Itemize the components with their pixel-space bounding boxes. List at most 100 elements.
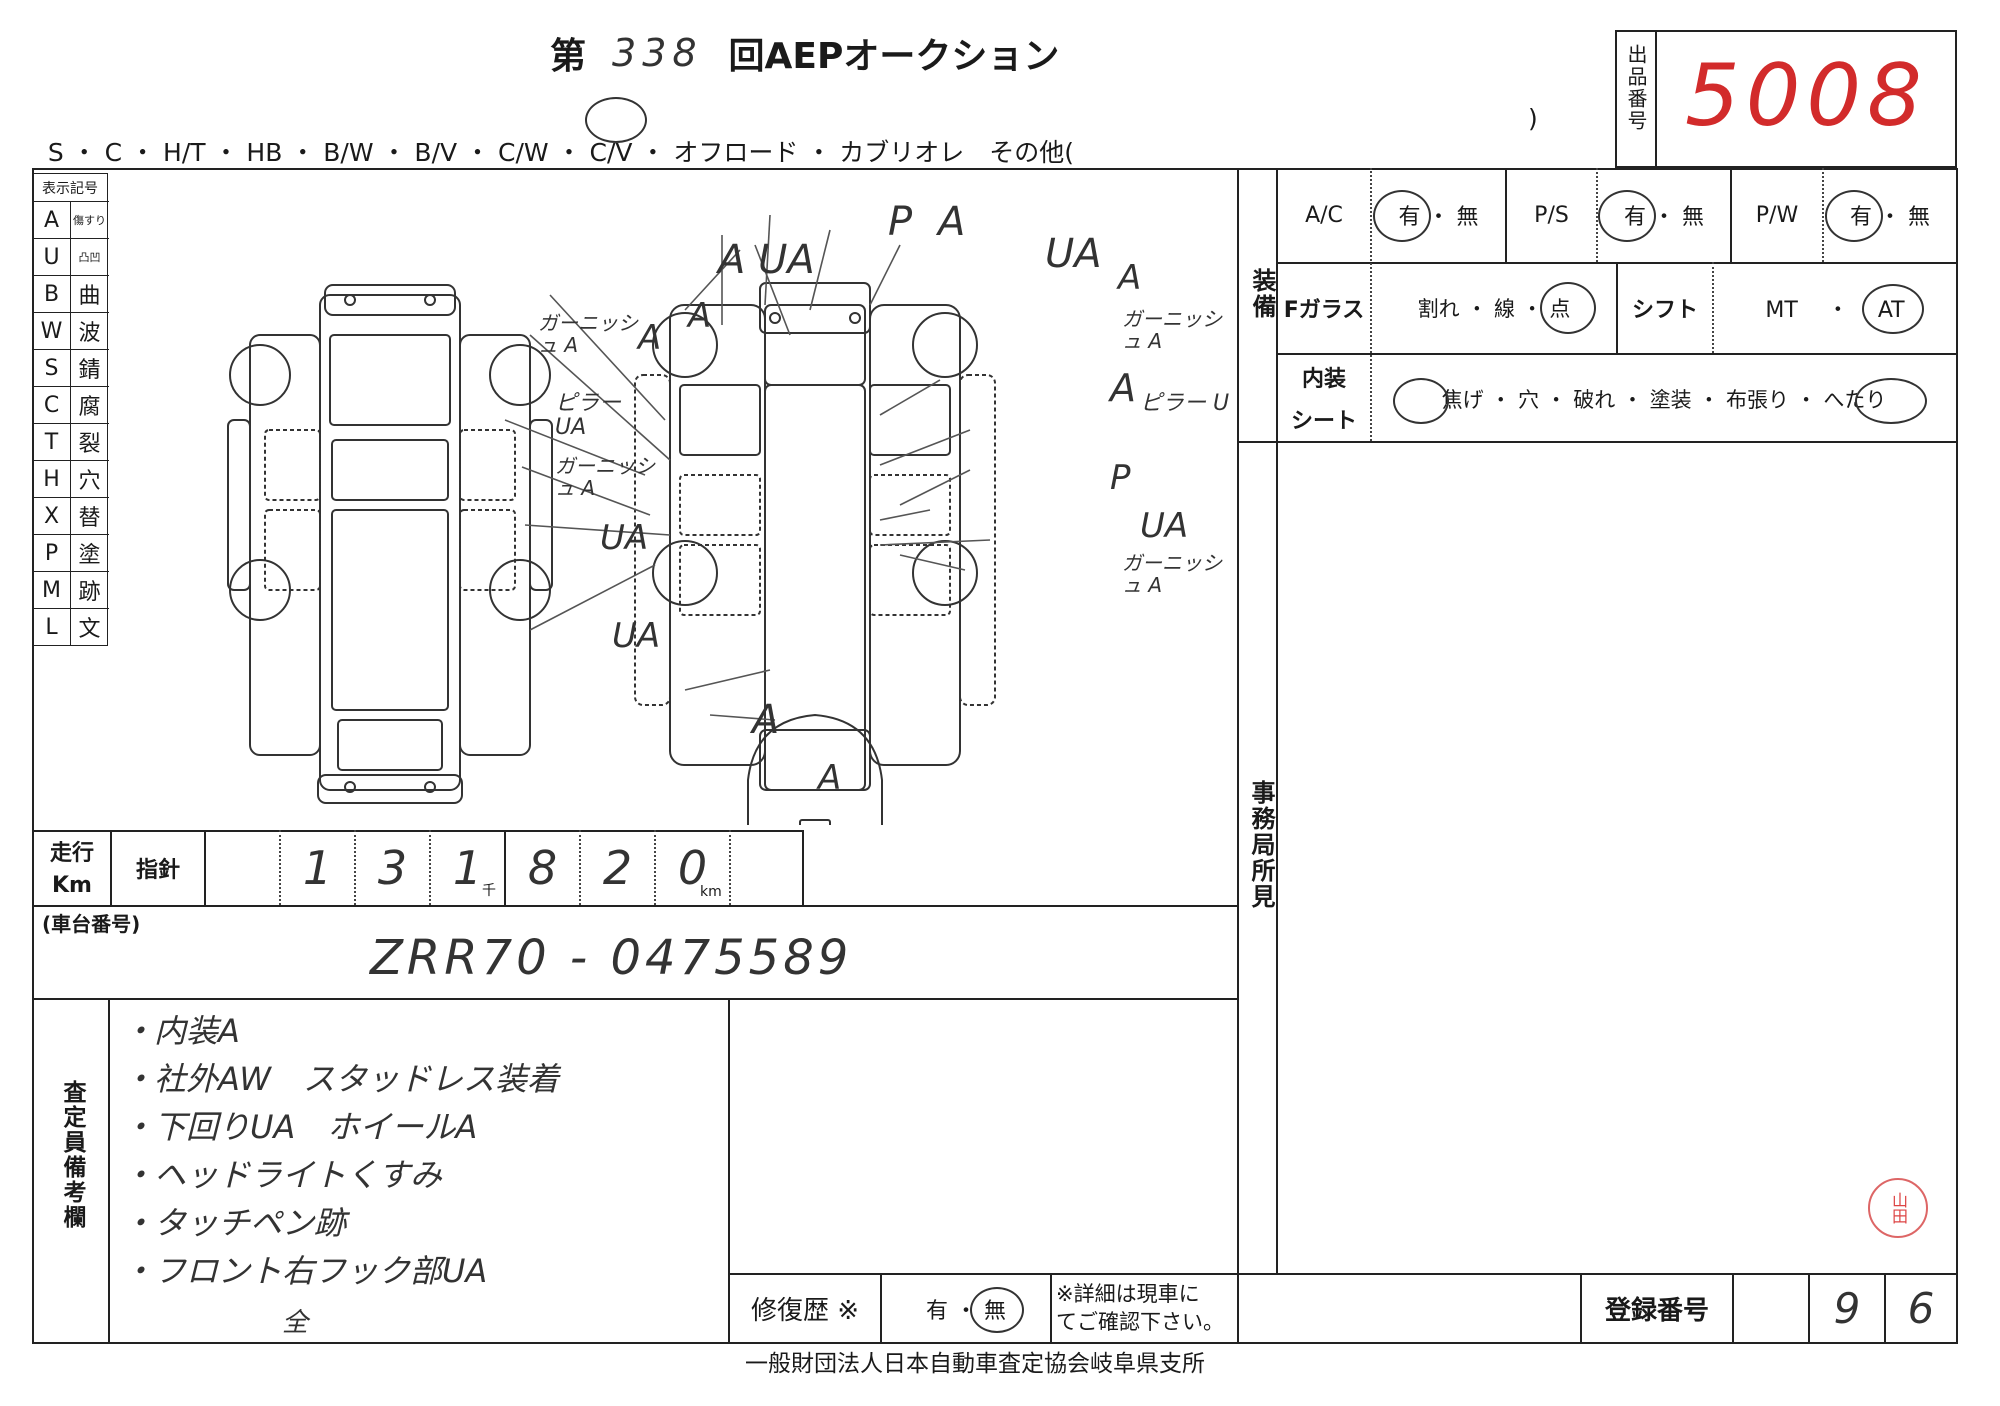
auction-number: 338 bbox=[612, 31, 703, 75]
office-remarks-label: 事務局所見 bbox=[1247, 780, 1275, 910]
interior-selected-circle-2 bbox=[1855, 378, 1927, 424]
repair-note-line1: ※詳細は現車に bbox=[1056, 1282, 1200, 1306]
body-type-options: S ・ C ・ H/T ・ HB ・ B/W ・ B/V ・ C/W ・ C/V… bbox=[47, 138, 1075, 167]
pw-selected-circle bbox=[1825, 190, 1883, 242]
topview-wheel-fl bbox=[229, 344, 291, 406]
body-type-list: S ・ C ・ H/T ・ HB ・ B/W ・ B/V ・ C/W ・ C/V… bbox=[32, 104, 1074, 169]
car-damage-diagram bbox=[227, 214, 996, 825]
damage-mark: ガーニッシュ A bbox=[1122, 551, 1222, 597]
legend-code: H bbox=[43, 466, 60, 492]
legend-meaning: 錆 bbox=[78, 358, 101, 383]
legend-code: U bbox=[43, 244, 60, 270]
damage-mark: UA bbox=[1045, 231, 1102, 277]
inspector-seal: 山田 bbox=[1868, 1178, 1928, 1238]
odometer-digit: 0 bbox=[677, 840, 708, 895]
odometer-digit: 8 bbox=[527, 840, 558, 895]
legend-meaning: 波 bbox=[78, 321, 101, 346]
mileage-label-bottom: Km bbox=[52, 872, 92, 898]
repair-history-label: 修復歴 ※ bbox=[750, 1296, 860, 1326]
odometer-digit bbox=[731, 832, 804, 903]
repair-selected-circle bbox=[970, 1287, 1024, 1333]
ps-selected-circle bbox=[1598, 190, 1656, 242]
topview-wheel-rr bbox=[489, 559, 551, 621]
damage-mark: ピラー U bbox=[1140, 391, 1230, 416]
front-glass-selected-circle bbox=[1540, 282, 1596, 334]
thousand-unit: 千 bbox=[482, 883, 496, 899]
remark-line: ・タッチペン跡 bbox=[122, 1204, 347, 1242]
remark-line: 全 bbox=[282, 1308, 309, 1338]
damage-mark: UA bbox=[612, 616, 661, 656]
legend-code: A bbox=[43, 207, 60, 233]
pw-label: P/W bbox=[1755, 202, 1799, 228]
legend-meaning: 穴 bbox=[78, 469, 101, 494]
chassis-label: (車台番号) bbox=[42, 912, 141, 936]
equipment-label: 装備 bbox=[1248, 268, 1276, 320]
damage-mark: UA bbox=[600, 518, 649, 558]
damage-mark: ピラー UA bbox=[555, 391, 622, 441]
legend-code: L bbox=[45, 614, 58, 640]
legend-code: X bbox=[43, 503, 60, 529]
legend-code: M bbox=[42, 577, 61, 603]
topview-wheel-fr bbox=[489, 344, 551, 406]
damage-mark: P bbox=[888, 199, 913, 245]
legend-code: B bbox=[43, 281, 60, 307]
repair-note-line2: てご確認下さい。 bbox=[1056, 1310, 1224, 1334]
remark-line: ・下回りUA ホイールA bbox=[122, 1108, 478, 1146]
body-type-close-paren: ) bbox=[1528, 104, 1538, 133]
legend-meaning: 替 bbox=[78, 506, 101, 531]
mileage-label-top: 走行 bbox=[49, 841, 94, 866]
registration-digit-2: 6 bbox=[1907, 1284, 1935, 1333]
chassis-number: ZRR70 - 0475589 bbox=[370, 930, 853, 986]
odometer-digit bbox=[206, 832, 279, 903]
damage-mark: P bbox=[1110, 458, 1131, 498]
shift-selected-circle bbox=[1862, 284, 1924, 334]
ps-label: P/S bbox=[1534, 202, 1569, 228]
registration-digit-1: 9 bbox=[1833, 1284, 1861, 1333]
legend-meaning: 腐 bbox=[78, 395, 101, 420]
legend-row: U 凸凹 bbox=[33, 238, 109, 275]
damage-mark: ガーニッシュ A bbox=[555, 454, 655, 500]
odometer-digit: 2 bbox=[602, 840, 633, 895]
legend-meaning: 文 bbox=[78, 617, 101, 642]
ac-selected-circle bbox=[1373, 190, 1431, 242]
legend-code: C bbox=[43, 392, 60, 418]
damage-mark: A bbox=[1118, 258, 1142, 298]
legend-meaning: 凸凹 bbox=[78, 251, 101, 264]
lot-number-label: 出品番号 bbox=[1624, 44, 1648, 132]
topview-body bbox=[319, 294, 461, 791]
interior-label: 内装 bbox=[1301, 367, 1346, 392]
registration-label: 登録番号 bbox=[1604, 1296, 1709, 1326]
damage-mark: ガーニッシュ A bbox=[538, 311, 638, 357]
odometer-digit: 3 bbox=[377, 840, 408, 895]
remark-line: ・フロント右フック部UA bbox=[122, 1252, 488, 1290]
damage-mark: A UA bbox=[718, 237, 815, 283]
legend-meaning: 裂 bbox=[78, 432, 101, 457]
damage-mark: A bbox=[638, 318, 662, 358]
legend-meaning: 曲 bbox=[78, 284, 101, 309]
repair-history-options: 有 ・ 無 bbox=[926, 1298, 1006, 1324]
body-type-cw-circle bbox=[585, 97, 647, 143]
odometer-digit: 1 bbox=[452, 840, 483, 895]
damage-mark: A bbox=[938, 199, 966, 245]
front-glass-label: Fガラス bbox=[1283, 297, 1365, 323]
inspector-remarks-label: 査定員備考欄 bbox=[59, 1080, 85, 1230]
damage-mark: ガーニッシュ A bbox=[1122, 307, 1222, 353]
legend-meaning: 塗 bbox=[78, 543, 101, 568]
auction-name: 回AEPオークション bbox=[728, 36, 1060, 77]
interior-options: 焦げ ・ 穴 ・ 破れ ・ 塗装 ・ 布張り ・ へたり bbox=[1441, 387, 1887, 412]
legend-title: 表示記号 bbox=[42, 180, 98, 197]
remark-line: ・内装A bbox=[122, 1012, 240, 1050]
legend-meaning: 傷すり bbox=[73, 214, 106, 227]
damage-mark: A bbox=[688, 296, 712, 336]
remark-line: ・社外AW スタッドレス装着 bbox=[122, 1060, 559, 1098]
mileage-type: 指針 bbox=[135, 857, 180, 883]
